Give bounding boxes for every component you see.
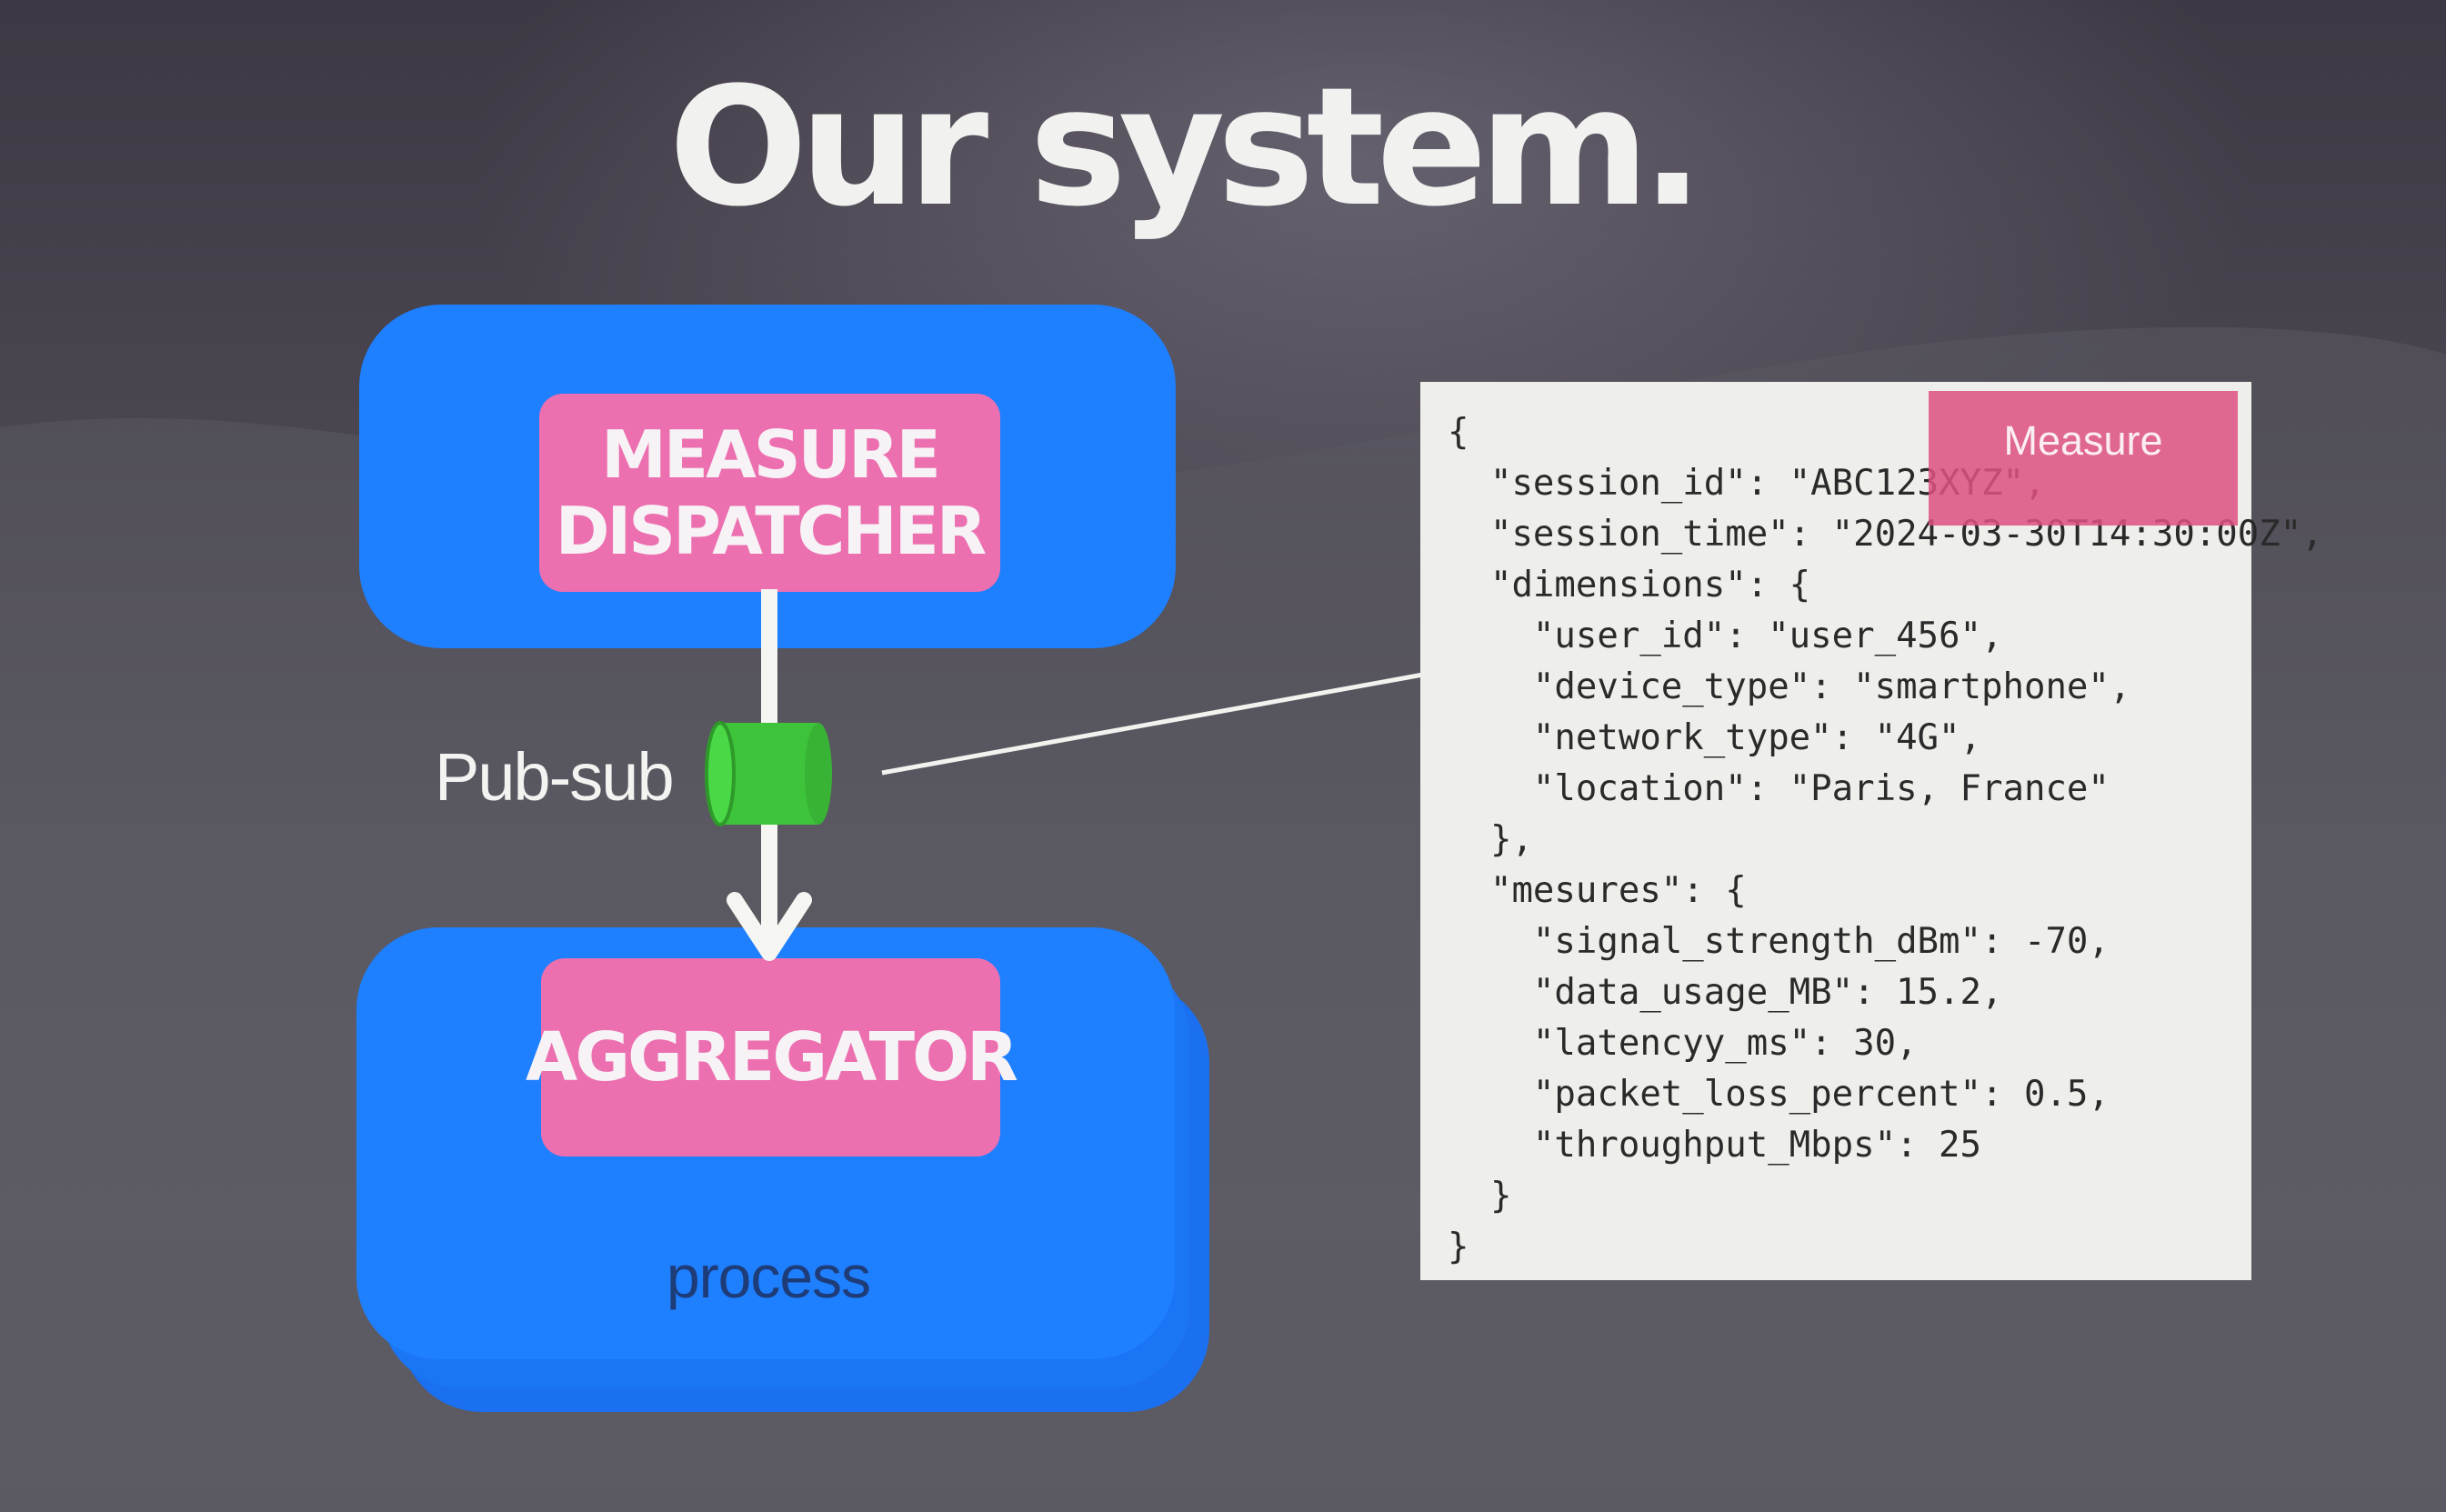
- slide-title: Our system.: [668, 53, 1703, 243]
- process-label: process: [666, 1243, 871, 1310]
- pubsub-label: Pub-sub: [435, 739, 675, 815]
- connector-line-to-measure: [881, 672, 1424, 776]
- measure-json-code: { "session_id": "ABC123XYZ", "session_ti…: [1448, 407, 2323, 1273]
- measure-json-panel: { "session_id": "ABC123XYZ", "session_ti…: [1420, 382, 2323, 1280]
- json-line: "user_id": "user_456",: [1448, 616, 2003, 656]
- measure-tag: Measure: [1929, 391, 2238, 526]
- aggregator-component: AGGREGATOR: [526, 958, 1018, 1157]
- json-line: "packet_loss_percent": 0.5,: [1448, 1074, 2110, 1115]
- measure-dispatcher-label-line1: MEASURE: [601, 416, 940, 493]
- json-line: }: [1448, 1227, 1469, 1267]
- json-line: "throughput_Mbps": 25: [1448, 1125, 1981, 1166]
- json-line: }: [1448, 1176, 1512, 1217]
- measure-dispatcher-component: MEASURE DISPATCHER: [539, 394, 1000, 592]
- json-line: "dimensions": {: [1448, 565, 1811, 606]
- arrow-head-icon: [727, 892, 812, 961]
- json-line: },: [1448, 819, 1533, 860]
- json-line: "signal_strength_dBm": -70,: [1448, 921, 2110, 962]
- measure-tag-label: Measure: [2003, 417, 2163, 464]
- json-line: "latencyy_ms": 30,: [1448, 1023, 1918, 1064]
- pubsub-queue-icon: [705, 721, 832, 826]
- json-line: "data_usage_MB": 15.2,: [1448, 972, 2003, 1013]
- measure-dispatcher-label-line2: DISPATCHER: [555, 493, 987, 569]
- aggregator-label: AGGREGATOR: [526, 1018, 1018, 1096]
- json-line: "device_type": "smartphone",: [1448, 666, 2131, 707]
- json-line: {: [1448, 412, 1469, 453]
- json-line: "location": "Paris, France": [1448, 768, 2110, 809]
- json-line: "mesures": {: [1448, 870, 1747, 911]
- json-line: "network_type": "4G",: [1448, 717, 1981, 758]
